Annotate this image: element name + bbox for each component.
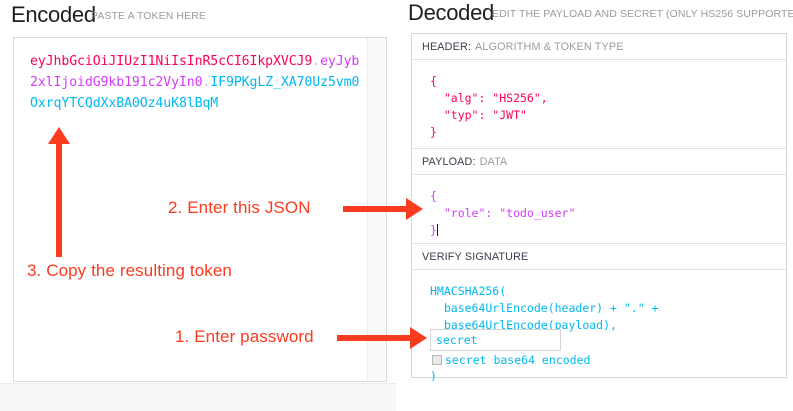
payload-section-label: PAYLOAD: DATA: [412, 149, 786, 175]
base64-secret-row[interactable]: secret base64 encoded: [418, 353, 590, 367]
page-footer-strip: [0, 383, 396, 411]
annotation-arrow-up: [48, 127, 70, 257]
encoded-panel-title: Encoded: [11, 2, 96, 27]
hmac-line-1: HMACSHA256(: [430, 284, 507, 298]
token-separator-2: .: [202, 75, 211, 90]
payload-json-editor[interactable]: { "role": "todo_user" }: [412, 175, 786, 244]
decoded-panel-subtitle: EDIT THE PAYLOAD AND SECRET (ONLY HS256 …: [492, 8, 793, 20]
header-section-key: HEADER:: [422, 40, 472, 53]
hmac-line-3: base64UrlEncode(payload),: [430, 318, 617, 332]
token-header-segment: eyJhbGciOiJIUzI1NiIsInR5cCI6IkpXVCJ9: [30, 54, 313, 69]
signature-formula: HMACSHA256( base64UrlEncode(header) + ".…: [412, 270, 786, 383]
token-signature-segment: IF9PKgLZ_XA70Uz5vm0OxrqYTCQdXxBA0Oz4uK8l…: [30, 75, 360, 111]
encoded-panel-subtitle: PASTE A TOKEN HERE: [91, 10, 207, 22]
hmac-closing-paren: ): [430, 369, 437, 383]
token-separator-1: .: [312, 54, 321, 69]
hmac-line-2: base64UrlEncode(header) + "." +: [430, 301, 659, 315]
base64-encoded-checkbox[interactable]: [432, 355, 442, 365]
base64-encoded-label: secret base64 encoded: [445, 353, 591, 367]
payload-section-key: PAYLOAD:: [422, 155, 476, 168]
header-section-value: ALGORITHM & TOKEN TYPE: [475, 40, 624, 53]
text-caret: [436, 224, 438, 236]
header-json-editor[interactable]: { "alg": "HS256", "typ": "JWT" }: [412, 60, 786, 149]
annotation-step-2: 2. Enter this JSON: [168, 198, 311, 217]
payload-section-value: DATA: [479, 155, 508, 168]
decoded-panel-title: Decoded: [408, 0, 494, 25]
token-payload-segment: eyJyb2xlIjoidG9kb191c2VyIn0: [30, 54, 360, 90]
secret-input[interactable]: secret: [430, 329, 561, 351]
verify-signature-key: VERIFY SIGNATURE: [422, 250, 529, 263]
decoded-panel: HEADER: ALGORITHM & TOKEN TYPE { "alg": …: [411, 33, 787, 383]
annotation-step-3: 3. Copy the resulting token: [27, 261, 232, 280]
encoded-token-text: eyJhbGciOiJIUzI1NiIsInR5cCI6IkpXVCJ9.eyJ…: [30, 51, 360, 114]
header-section-label: HEADER: ALGORITHM & TOKEN TYPE: [412, 34, 786, 60]
annotation-step-1: 1. Enter password: [175, 327, 314, 346]
verify-signature-section-label: VERIFY SIGNATURE: [412, 244, 786, 270]
payload-json-text: { "role": "todo_user" }: [430, 189, 576, 237]
